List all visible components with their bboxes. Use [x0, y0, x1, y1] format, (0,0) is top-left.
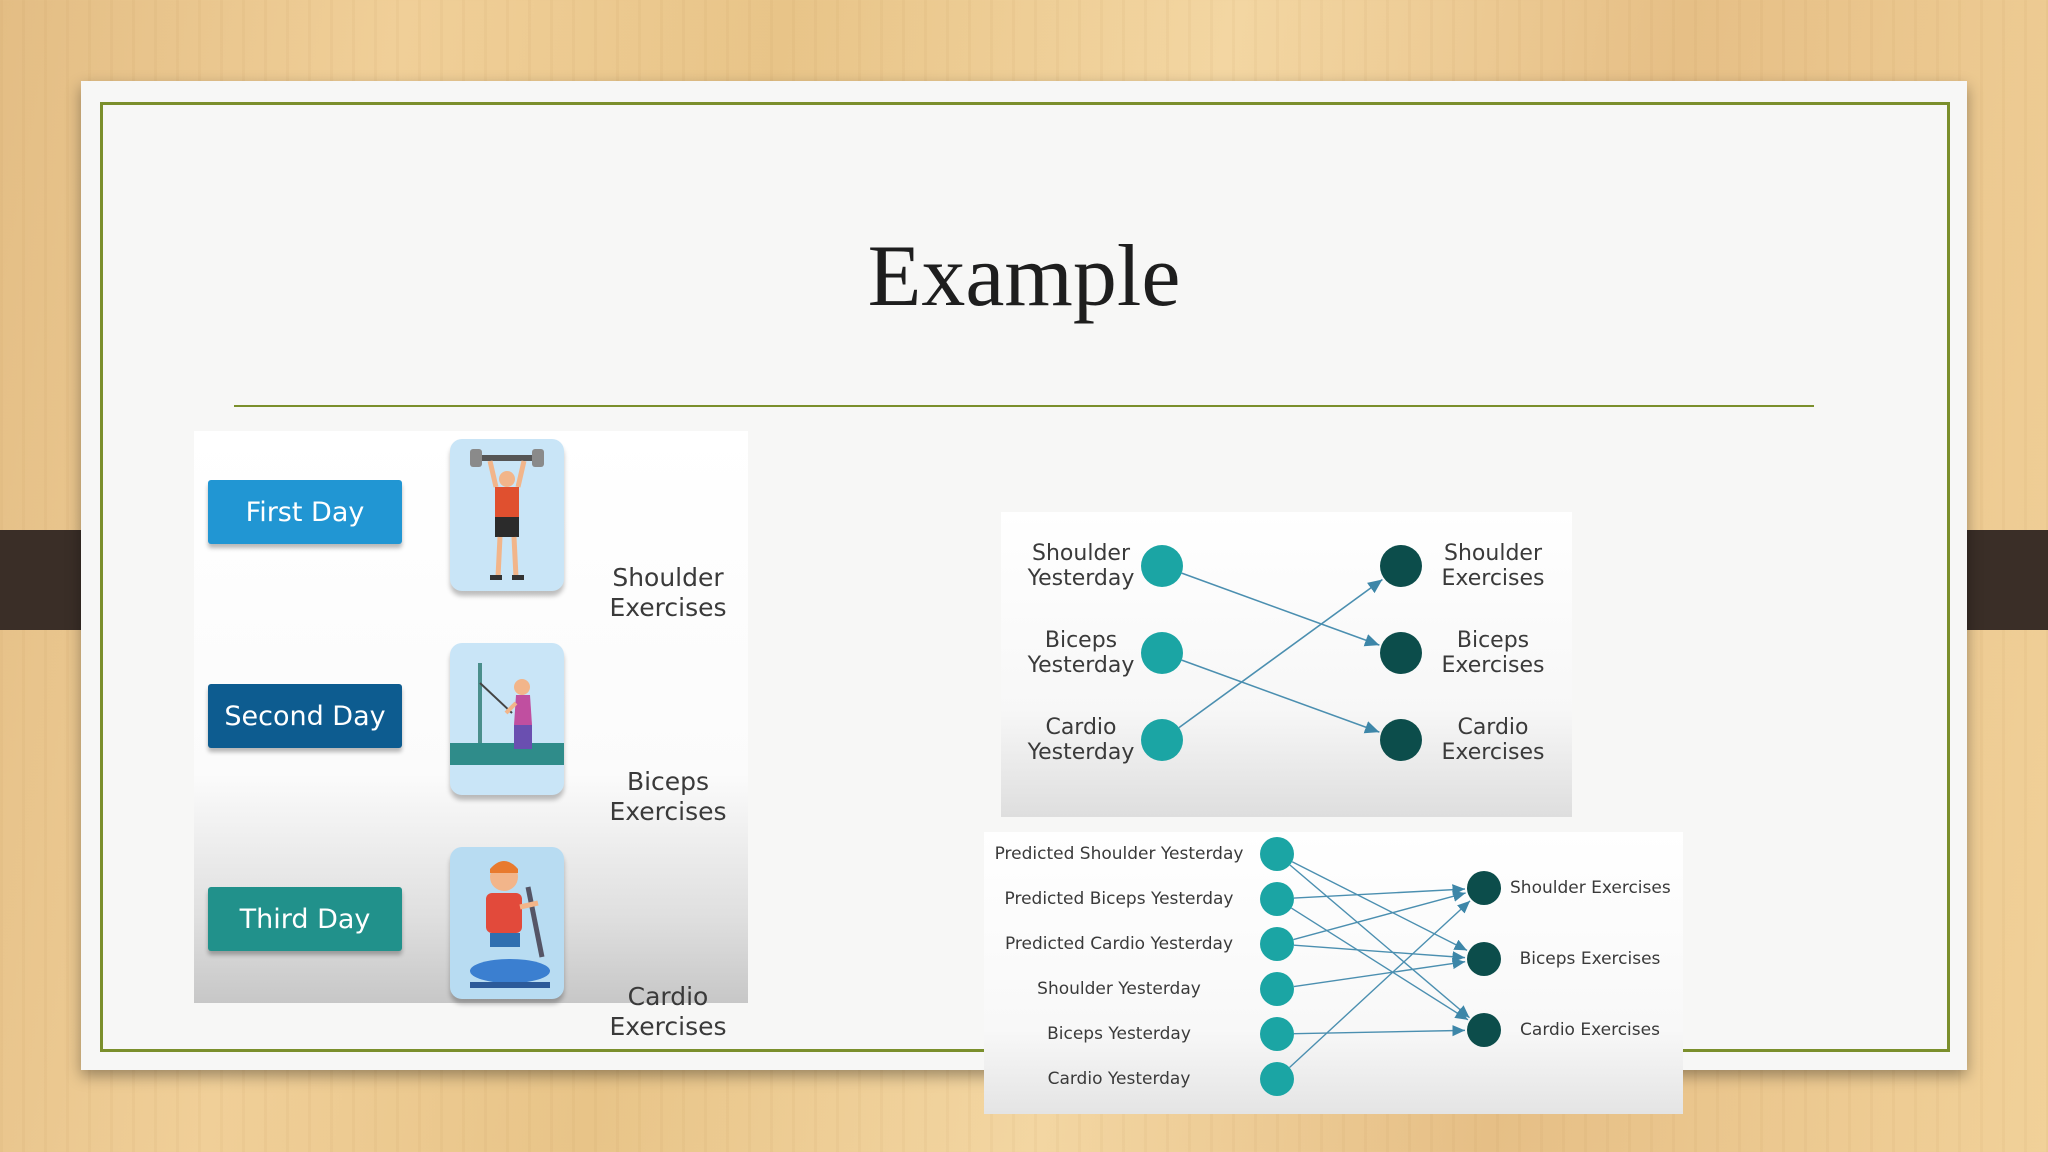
input-node-shoulder-yesterday: [1260, 972, 1294, 1006]
connection-arrow: [1293, 957, 1466, 988]
connection-arrow: [1289, 864, 1470, 1019]
cable-curl-icon: [450, 643, 564, 795]
connection-arrow: [1289, 900, 1471, 1068]
biceps-exercises-label: Biceps Exercises: [609, 767, 727, 826]
second-day-badge: Second Day: [208, 684, 402, 748]
connection-arrow: [1293, 1025, 1466, 1037]
shoulder-exercises-label: Shoulder Exercises: [609, 563, 727, 622]
connection-arrow: [1181, 572, 1380, 647]
connection-arrow: [1293, 944, 1466, 963]
slide: Example First Day Second Day Third Day: [81, 81, 1967, 1114]
input-node-predicted-shoulder-yesterday: [1260, 837, 1294, 871]
output-node-cardio-exercises: [1380, 719, 1422, 761]
input-label-shoulder-yesterday: Shoulder Yesterday: [1027, 541, 1135, 591]
input-label-predicted-cardio-yesterday: Predicted Cardio Yesterday: [1004, 934, 1234, 954]
first-day-badge: First Day: [208, 480, 402, 544]
output-node-cardio-exercises: [1467, 1013, 1501, 1047]
input-label-cardio-yesterday: Cardio Yesterday: [1047, 1069, 1191, 1089]
output-node-shoulder-exercises: [1467, 871, 1501, 905]
input-node-cardio-yesterday: [1141, 719, 1183, 761]
output-label-cardio-exercises: Cardio Exercises: [1520, 1020, 1660, 1040]
output-node-biceps-exercises: [1467, 942, 1501, 976]
connection-arrow: [1293, 890, 1466, 941]
slide-title: Example: [867, 228, 1181, 325]
exercise-schedule: First Day Second Day Third Day: [194, 431, 748, 1041]
connection-arrow: [1290, 907, 1469, 1021]
input-label-predicted-biceps-yesterday: Predicted Biceps Yesterday: [1004, 889, 1234, 909]
input-node-shoulder-yesterday: [1141, 545, 1183, 587]
connection-arrow: [1181, 659, 1380, 734]
output-label-shoulder-exercises: Shoulder Exercises: [1441, 541, 1545, 591]
output-label-shoulder-exercises: Shoulder Exercises: [1510, 878, 1671, 898]
connection-arrow: [1178, 578, 1383, 729]
input-node-biceps-yesterday: [1260, 1017, 1294, 1051]
input-node-biceps-yesterday: [1141, 632, 1183, 674]
input-label-predicted-shoulder-yesterday: Predicted Shoulder Yesterday: [994, 844, 1244, 864]
elliptical-trainer-icon: [450, 847, 564, 999]
output-label-cardio-exercises: Cardio Exercises: [1441, 715, 1545, 765]
cardio-exercises-label: Cardio Exercises: [609, 982, 727, 1041]
output-node-shoulder-exercises: [1380, 545, 1422, 587]
input-node-cardio-yesterday: [1260, 1062, 1294, 1096]
output-label-biceps-exercises: Biceps Exercises: [1519, 949, 1661, 969]
output-label-biceps-exercises: Biceps Exercises: [1441, 628, 1545, 678]
connection-arrow: [1291, 861, 1468, 952]
third-day-badge: Third Day: [208, 887, 402, 951]
input-label-biceps-yesterday: Biceps Yesterday: [1027, 628, 1135, 678]
output-node-biceps-exercises: [1380, 632, 1422, 674]
input-node-predicted-cardio-yesterday: [1260, 927, 1294, 961]
connection-arrow: [1293, 884, 1466, 899]
input-label-cardio-yesterday: Cardio Yesterday: [1027, 715, 1135, 765]
input-label-shoulder-yesterday: Shoulder Yesterday: [1037, 979, 1201, 999]
title-divider: [234, 405, 1814, 407]
weightlifter-icon: [450, 439, 564, 591]
input-label-biceps-yesterday: Biceps Yesterday: [1047, 1024, 1191, 1044]
input-node-predicted-biceps-yesterday: [1260, 882, 1294, 916]
